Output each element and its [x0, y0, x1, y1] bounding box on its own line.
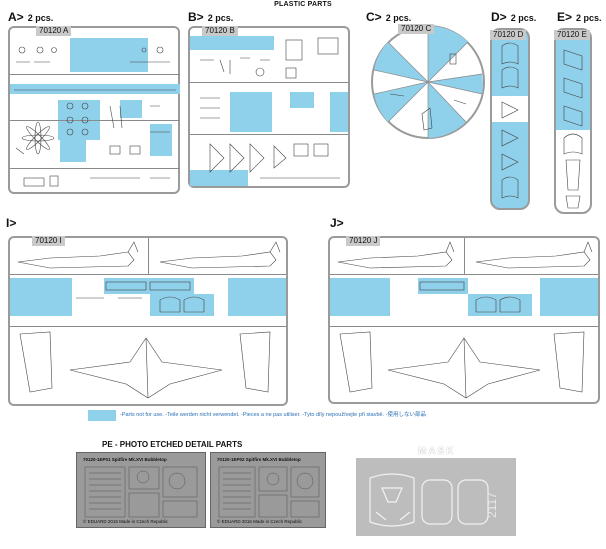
sprue-i-frame: 70120 I: [8, 236, 288, 406]
sprue-qty: 2 pcs.: [576, 13, 602, 23]
sprue-runner: [10, 168, 180, 169]
sprue-runner: [148, 238, 149, 274]
sprue-b-frame: 70120 B: [188, 26, 350, 188]
sprue-d-label: D>2 pcs.: [491, 10, 536, 25]
pe-fret-2: 70120-1EP02 Spitfire Mk.XVI Bubbletop © …: [210, 452, 326, 528]
sprue-a-parts: [14, 46, 176, 187]
sprue-runner: [10, 326, 286, 327]
unused-part-area: [190, 170, 248, 186]
pe-fret-2-parts: [218, 466, 320, 518]
sprue-code: 70120 B: [202, 26, 238, 36]
sprue-code: 70120 I: [32, 236, 65, 246]
sprue-runner: [190, 134, 348, 135]
legend-swatch: [88, 410, 116, 421]
sprue-e-frame: 70120 E: [554, 28, 592, 214]
sprue-letter: J>: [330, 216, 344, 230]
sprue-d-frame: 70120 D: [490, 28, 530, 210]
sprue-letter: A>: [8, 10, 24, 24]
sprue-a-label: A>2 pcs.: [8, 10, 53, 25]
sprue-j-label: J>: [330, 216, 344, 230]
pe-fret-1: 70120-1EP01 Spitfire Mk.XVI Bubbletop © …: [76, 452, 206, 528]
unused-part-area: [330, 278, 390, 316]
unused-part-area: [228, 278, 286, 316]
sprue-e-parts: [563, 49, 583, 209]
pe-fret-1-parts: [84, 466, 198, 518]
sprue-code: 70120 J: [346, 236, 381, 246]
sprue-runner: [330, 326, 598, 327]
sprue-e-label: E>2 pcs.: [557, 10, 602, 25]
pe-fret-2-footer: © EDUARD 2015 Made in Czech Republic: [217, 519, 302, 524]
sprue-j-frame: 70120 J: [328, 236, 600, 404]
sprue-letter: E>: [557, 10, 573, 24]
sprue-runner: [10, 274, 286, 275]
sprue-code: 70120 A: [36, 26, 72, 36]
sprue-runner: [464, 238, 465, 274]
sprue-letter: C>: [366, 10, 382, 24]
sprue-runner: [330, 274, 598, 275]
unused-part-area: [150, 294, 214, 316]
sprue-letter: D>: [491, 10, 507, 24]
sprue-c-wheel: [371, 25, 485, 139]
sprue-code: 70120 E: [554, 30, 590, 40]
sprue-letter: B>: [188, 10, 204, 24]
sprue-qty: 2 pcs.: [385, 13, 412, 23]
page-title: PLASTIC PARTS: [274, 1, 332, 8]
sprue-d-parts: [501, 42, 519, 199]
sprue-runner: [10, 74, 180, 75]
sprue-code: 70120 C: [398, 24, 435, 34]
unused-part-area: [120, 100, 142, 118]
sprue-b-label: B>2 pcs.: [188, 10, 233, 25]
mask-shapes: 2117: [369, 473, 499, 527]
unused-part-area: [60, 140, 86, 162]
sprue-qty: 2 pcs.: [207, 13, 234, 23]
pe-fret-1-header: 70120-1EP01 Spitfire Mk.XVI Bubbletop: [83, 457, 167, 462]
sprue-letter: I>: [6, 216, 17, 230]
legend-text: -Parts not for use. -Teile werden nicht …: [120, 412, 426, 418]
pe-section-title: PE - PHOTO ETCHED DETAIL PARTS: [102, 440, 243, 449]
unused-part-area: [556, 40, 590, 130]
pe-fret-1-footer: © EDUARD 2015 Made in Czech Republic: [83, 519, 168, 524]
used-part-area: [492, 96, 528, 122]
mask-code: 2117: [485, 492, 499, 518]
sprue-b-parts: [200, 37, 340, 179]
sprue-i-label: I>: [6, 216, 16, 230]
unused-part-area: [10, 278, 72, 316]
sprue-qty: 2 pcs.: [510, 13, 537, 23]
sprue-qty: 2 pcs.: [27, 13, 54, 23]
sprue-a-frame: 70120 A: [8, 26, 180, 194]
sprue-i-parts: [17, 241, 281, 399]
unused-part-area: [230, 92, 272, 132]
unused-part-area: [10, 84, 180, 94]
mask-word: MASK: [418, 446, 456, 457]
sprue-runner: [10, 120, 180, 121]
sprue-c-label: C>2 pcs.: [366, 10, 411, 25]
sprue-j-parts: [337, 241, 593, 399]
unused-part-area: [70, 38, 148, 72]
sprue-code: 70120 D: [490, 30, 527, 40]
unused-part-area: [290, 92, 314, 108]
mask-sheet: 2117: [356, 458, 516, 536]
unused-part-area: [190, 36, 274, 50]
unused-part-area: [540, 278, 598, 316]
unused-part-area: [330, 92, 348, 132]
mask-logo: eduard: [420, 436, 452, 446]
sprue-runner: [190, 82, 348, 83]
pe-fret-2-header: 70120-1EP02 Spitfire Mk.XVI Bubbletop: [217, 457, 301, 462]
